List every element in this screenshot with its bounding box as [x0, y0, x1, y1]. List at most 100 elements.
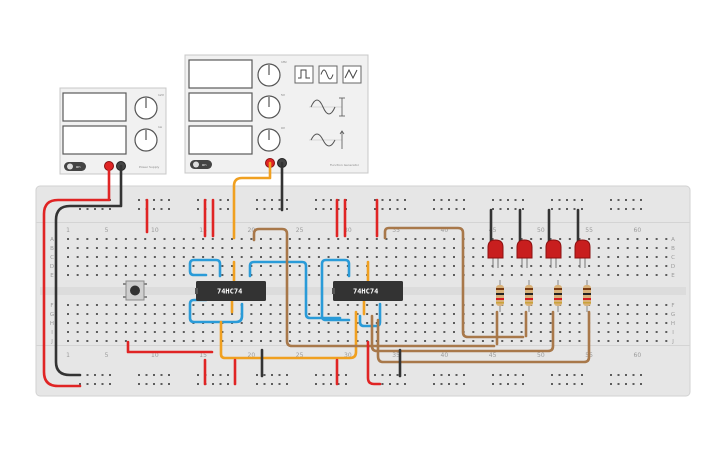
column-number-top: 1 — [66, 227, 70, 234]
sine-wave-button[interactable] — [318, 65, 338, 84]
offset-display — [188, 125, 253, 155]
row-letter: I — [51, 330, 53, 336]
wire-orange-signal — [232, 161, 272, 240]
voltage-display — [62, 92, 127, 122]
row-letter: E — [671, 273, 675, 279]
chip-74hc74-2[interactable]: 74HC74 — [332, 281, 403, 301]
wire-red-jumper — [126, 340, 214, 354]
row-letter: B — [671, 246, 675, 252]
wire-blue — [248, 260, 342, 320]
triangle-wave-button[interactable] — [342, 65, 362, 84]
wire-red-jumper — [366, 340, 382, 386]
wire-brown — [376, 310, 591, 364]
led-1 — [487, 239, 504, 268]
power-supply-brand: Power Supply — [139, 165, 159, 169]
column-number-bottom: 40 — [441, 352, 449, 359]
column-number-bottom: 60 — [634, 352, 642, 359]
function-generator-on-label: on — [202, 163, 206, 167]
resistor-4 — [583, 280, 591, 312]
breadboard-holes — [67, 199, 668, 385]
row-letter: C — [671, 255, 675, 261]
column-number-top: 35 — [392, 227, 400, 234]
row-letter: F — [50, 303, 53, 309]
column-number-top: 50 — [537, 227, 545, 234]
row-letter: E — [50, 273, 54, 279]
column-number-top: 10 — [151, 227, 159, 234]
column-number-bottom: 1 — [66, 352, 70, 359]
square-wave-icon — [298, 69, 310, 79]
function-generator[interactable]: 1Hz 5V 0V on Function Generator — [184, 54, 369, 174]
offset-diagram-icon — [309, 130, 345, 149]
resistor-2 — [525, 280, 533, 312]
column-number-bottom: 35 — [392, 352, 400, 359]
amplitude-diagram-icon — [309, 97, 345, 117]
row-letter: H — [50, 321, 54, 327]
chip-74hc74-1[interactable]: 74HC74 — [195, 281, 266, 301]
voltage-knob-label: 12V — [158, 93, 165, 97]
row-letter: D — [671, 264, 675, 270]
led-3 — [545, 239, 562, 268]
wires[interactable] — [42, 161, 591, 388]
row-letter: I — [672, 330, 674, 336]
column-number-bottom: 30 — [344, 352, 352, 359]
sine-wave-icon — [320, 69, 334, 80]
column-number-bottom: 10 — [151, 352, 159, 359]
resistor-3 — [554, 280, 562, 312]
wire-blue — [188, 298, 244, 324]
column-number-bottom: 50 — [537, 352, 545, 359]
chip-2-label: 74HC74 — [353, 288, 378, 296]
column-number-top: 15 — [199, 227, 207, 234]
row-letter: A — [50, 237, 54, 243]
wire-orange — [219, 310, 358, 360]
column-number-top: 45 — [489, 227, 497, 234]
current-display — [62, 125, 127, 155]
led-4 — [574, 239, 591, 268]
chip-1-label: 74HC74 — [217, 288, 242, 296]
row-letter: G — [671, 312, 675, 318]
row-letter: H — [671, 321, 675, 327]
column-number-top: 20 — [248, 227, 256, 234]
row-letter: D — [50, 264, 54, 270]
column-number-top: 5 — [105, 227, 109, 234]
row-letter: F — [671, 303, 674, 309]
wire-red-power-lead — [42, 164, 111, 388]
leds[interactable] — [487, 239, 591, 268]
row-letter: J — [50, 339, 53, 345]
power-supply[interactable]: 12V 1A on Power Supply — [59, 87, 167, 175]
frequency-knob-label: 1Hz — [281, 60, 287, 64]
row-letter: G — [50, 312, 54, 318]
row-letter: B — [50, 246, 54, 252]
row-letter: J — [671, 339, 674, 345]
wire-blue — [358, 302, 382, 328]
column-number-bottom: 5 — [105, 352, 109, 359]
wire-brown — [370, 310, 555, 353]
amplitude-display — [188, 92, 253, 122]
triangle-wave-icon — [344, 68, 358, 80]
column-number-bottom: 15 — [199, 352, 207, 359]
square-wave-button[interactable] — [294, 65, 314, 84]
wire-black-power-lead — [54, 164, 123, 377]
frequency-display — [188, 59, 253, 89]
column-number-top: 25 — [296, 227, 304, 234]
column-number-bottom: 20 — [248, 352, 256, 359]
power-supply-on-label: on — [76, 165, 80, 169]
amplitude-knob-label: 5V — [281, 93, 286, 97]
column-number-top: 30 — [344, 227, 352, 234]
led-2 — [516, 239, 533, 268]
function-generator-brand: Function Generator — [330, 163, 360, 167]
pushbutton[interactable] — [123, 280, 147, 301]
wire-blue — [188, 258, 222, 278]
wire-brown — [383, 226, 525, 339]
offset-knob-label: 0V — [281, 126, 286, 130]
row-letter: A — [671, 237, 675, 243]
current-knob-label: 1A — [158, 125, 163, 129]
row-letter: C — [50, 255, 54, 261]
column-number-top: 55 — [585, 227, 593, 234]
column-number-top: 60 — [634, 227, 642, 234]
resistors[interactable] — [496, 280, 591, 312]
wire-brown — [252, 227, 496, 348]
column-number-bottom: 25 — [296, 352, 304, 359]
